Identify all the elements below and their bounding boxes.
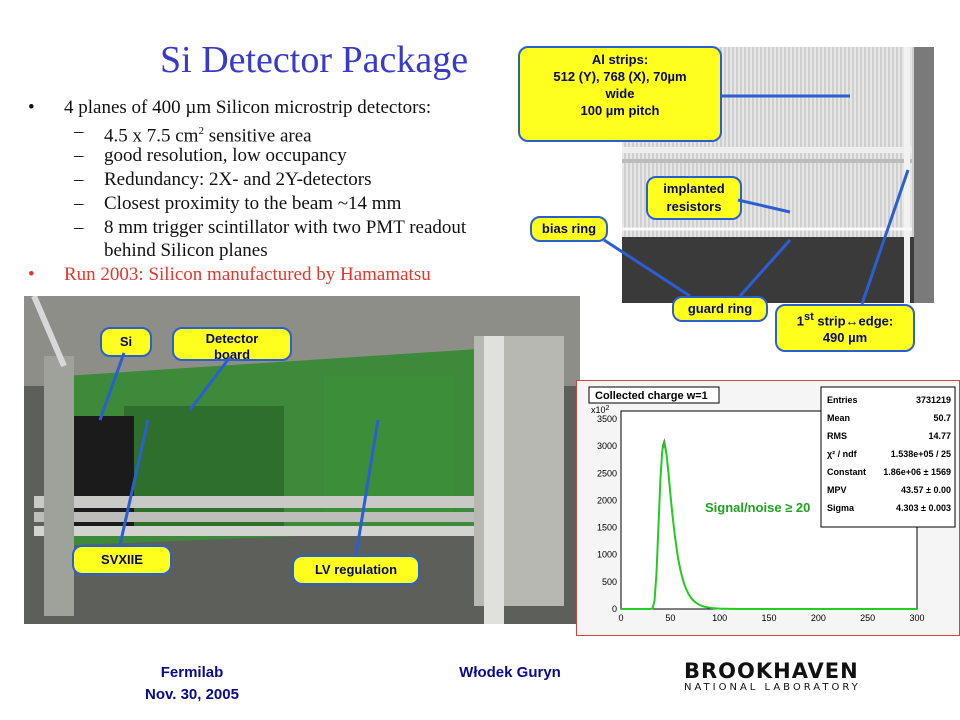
leader-first-strip bbox=[860, 169, 910, 305]
subbullet-resolution: –good resolution, low occupancy bbox=[74, 145, 347, 166]
stats-value: 50.7 bbox=[933, 413, 951, 423]
page-title: Si Detector Package bbox=[160, 39, 469, 81]
footer-author: Włodek Guryn bbox=[459, 664, 561, 681]
x-tick-label: 300 bbox=[909, 613, 924, 623]
stats-value: 3731219 bbox=[916, 395, 951, 405]
y-tick-label: 2500 bbox=[597, 468, 617, 478]
x-tick-label: 150 bbox=[761, 613, 776, 623]
fit-curve bbox=[621, 439, 917, 610]
subbullet-area: –4.5 x 7.5 cm2 sensitive area bbox=[74, 121, 312, 147]
stats-key: RMS bbox=[827, 431, 847, 441]
y-tick-label: 1000 bbox=[597, 550, 617, 560]
footer-left: Fermilab Nov. 30, 2005 bbox=[145, 664, 239, 703]
y-tick-label: 3000 bbox=[597, 441, 617, 451]
subbullet-proximity: –Closest proximity to the beam ~14 mm bbox=[74, 193, 402, 214]
histogram-svg: Collected charge w=1 x102 35003000250020… bbox=[577, 381, 959, 635]
callout-svxiie: SVXIIE bbox=[72, 545, 172, 575]
leader-guard-ring bbox=[738, 239, 792, 297]
subbullet-redundancy: –Redundancy: 2X- and 2Y-detectors bbox=[74, 169, 372, 190]
leader-lv bbox=[354, 419, 380, 556]
bullet-planes: •4 planes of 400 µm Silicon microstrip d… bbox=[28, 97, 432, 118]
leader-detector-board bbox=[188, 356, 232, 411]
y-tick-label: 3500 bbox=[597, 414, 617, 424]
stats-key: MPV bbox=[827, 485, 847, 495]
stats-key: Constant bbox=[827, 467, 866, 477]
callout-bias-ring: bias ring bbox=[530, 216, 608, 242]
signal-noise-label: Signal/noise ≥ 20 bbox=[705, 500, 810, 515]
callout-al-strips: Al strips: 512 (Y), 768 (X), 70µm wide 1… bbox=[518, 46, 722, 142]
x-tick-label: 50 bbox=[665, 613, 675, 623]
x-tick-label: 100 bbox=[712, 613, 727, 623]
leader-svxiie bbox=[118, 419, 150, 546]
microstrip-image bbox=[622, 47, 934, 303]
stats-value: 43.57 ± 0.00 bbox=[901, 485, 951, 495]
y-tick-label: 1500 bbox=[597, 523, 617, 533]
stats-value: 1.538e+05 / 25 bbox=[891, 449, 951, 459]
subbullet-trigger-cont: behind Silicon planes bbox=[104, 240, 268, 261]
stats-key: χ² / ndf bbox=[827, 449, 858, 459]
x-tick-label: 200 bbox=[811, 613, 826, 623]
brookhaven-logo: BROOKHAVEN NATIONAL LABORATORY bbox=[684, 659, 861, 693]
stats-value: 14.77 bbox=[928, 431, 951, 441]
y-tick-label: 500 bbox=[602, 577, 617, 587]
plot-title-box bbox=[588, 386, 720, 404]
x-tick-label: 0 bbox=[618, 613, 623, 623]
callout-guard-ring: guard ring bbox=[672, 296, 768, 322]
stats-value: 4.303 ± 0.003 bbox=[896, 503, 951, 513]
callout-first-strip: 1st strip↔edge: 490 µm bbox=[775, 304, 915, 352]
callout-detector-board: Detector board bbox=[172, 327, 292, 362]
callout-lv-regulation: LV regulation bbox=[292, 555, 420, 585]
y-tick-label: 2000 bbox=[597, 495, 617, 505]
y-tick-label: 0 bbox=[612, 604, 617, 614]
callout-implanted-resistors: implanted resistors bbox=[646, 176, 742, 220]
plot-scale: x102 bbox=[591, 405, 610, 415]
stats-key: Mean bbox=[827, 413, 850, 423]
plot-title: Collected charge w=1 bbox=[595, 390, 708, 402]
bullet-run2003: •Run 2003: Silicon manufactured by Hamam… bbox=[28, 264, 431, 285]
stats-box bbox=[820, 386, 956, 528]
callout-si: Si bbox=[100, 327, 152, 357]
x-tick-label: 250 bbox=[860, 613, 875, 623]
stats-key: Sigma bbox=[827, 503, 855, 513]
stats-value: 1.86e+06 ± 1569 bbox=[883, 467, 951, 477]
leader-bias-ring bbox=[603, 238, 691, 298]
leader-si bbox=[98, 352, 126, 421]
subbullet-trigger: –8 mm trigger scintillator with two PMT … bbox=[74, 217, 467, 238]
stats-key: Entries bbox=[827, 395, 858, 405]
leader-implanted bbox=[737, 198, 791, 214]
